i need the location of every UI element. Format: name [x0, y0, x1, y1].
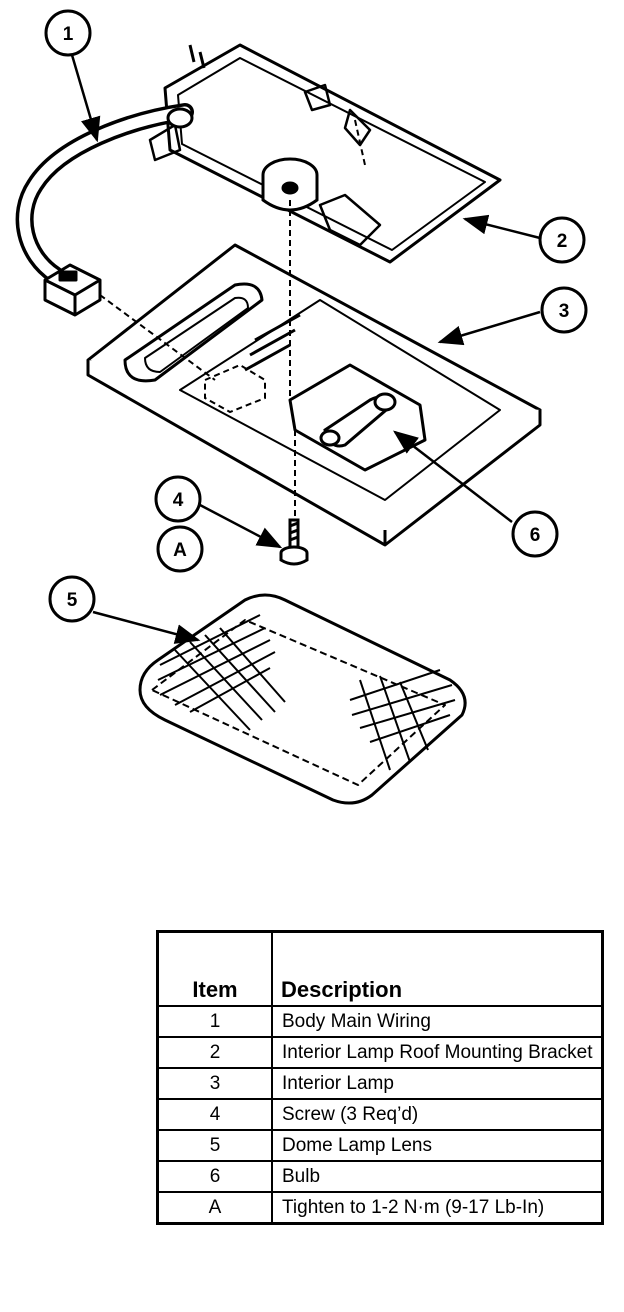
leader-lines: [70, 54, 541, 644]
table-row: 5 Dome Lamp Lens: [156, 1129, 604, 1162]
svg-text:1: 1: [63, 24, 74, 45]
callout-5: 5: [48, 575, 96, 623]
table-row: 1 Body Main Wiring: [156, 1005, 604, 1038]
table-header-row: Item Description: [156, 930, 604, 1007]
roof-mounting-bracket: [148, 43, 502, 264]
description-cell: Interior Lamp Roof Mounting Bracket: [271, 1036, 604, 1069]
description-cell: Screw (3 Req’d): [271, 1098, 604, 1131]
item-cell: 5: [156, 1129, 273, 1162]
hidden-detail: [99, 119, 366, 520]
callout-A: A: [156, 525, 204, 573]
item-cell: 4: [156, 1098, 273, 1131]
callout-1: 1: [44, 9, 92, 57]
svg-text:A: A: [173, 540, 187, 561]
description-cell: Bulb: [271, 1160, 604, 1193]
item-cell: A: [156, 1191, 273, 1225]
exploded-view-diagram: 1 2 3 4 A 5 6: [15, 9, 588, 805]
callout-3: 3: [540, 286, 588, 334]
header-item: Item: [156, 930, 273, 1007]
table-row: 4 Screw (3 Req’d): [156, 1098, 604, 1131]
callout-2: 2: [538, 216, 586, 264]
svg-text:3: 3: [559, 301, 570, 322]
callout-6: 6: [511, 510, 559, 558]
table-row: 3 Interior Lamp: [156, 1067, 604, 1100]
header-description: Description: [271, 930, 604, 1007]
svg-text:2: 2: [557, 231, 568, 252]
svg-text:4: 4: [173, 490, 184, 511]
item-cell: 3: [156, 1067, 273, 1100]
item-cell: 6: [156, 1160, 273, 1193]
dome-lamp-lens: [138, 593, 467, 805]
description-cell: Tighten to 1-2 N·m (9-17 Lb-In): [271, 1191, 604, 1225]
screw: [279, 518, 309, 566]
table-row: 6 Bulb: [156, 1160, 604, 1193]
parts-table: Item Description 1 Body Main Wiring 2 In…: [156, 930, 604, 1225]
description-cell: Body Main Wiring: [271, 1005, 604, 1038]
wiring-connector: [43, 263, 102, 317]
table-row: A Tighten to 1-2 N·m (9-17 Lb-In): [156, 1191, 604, 1225]
table-row: 2 Interior Lamp Roof Mounting Bracket: [156, 1036, 604, 1069]
item-cell: 2: [156, 1036, 273, 1069]
description-cell: Interior Lamp: [271, 1067, 604, 1100]
svg-text:6: 6: [530, 525, 541, 546]
description-cell: Dome Lamp Lens: [271, 1129, 604, 1162]
callout-4: 4: [154, 475, 202, 523]
svg-text:5: 5: [67, 590, 78, 611]
body-main-wiring: [15, 103, 194, 284]
item-cell: 1: [156, 1005, 273, 1038]
bulb: [319, 392, 397, 448]
